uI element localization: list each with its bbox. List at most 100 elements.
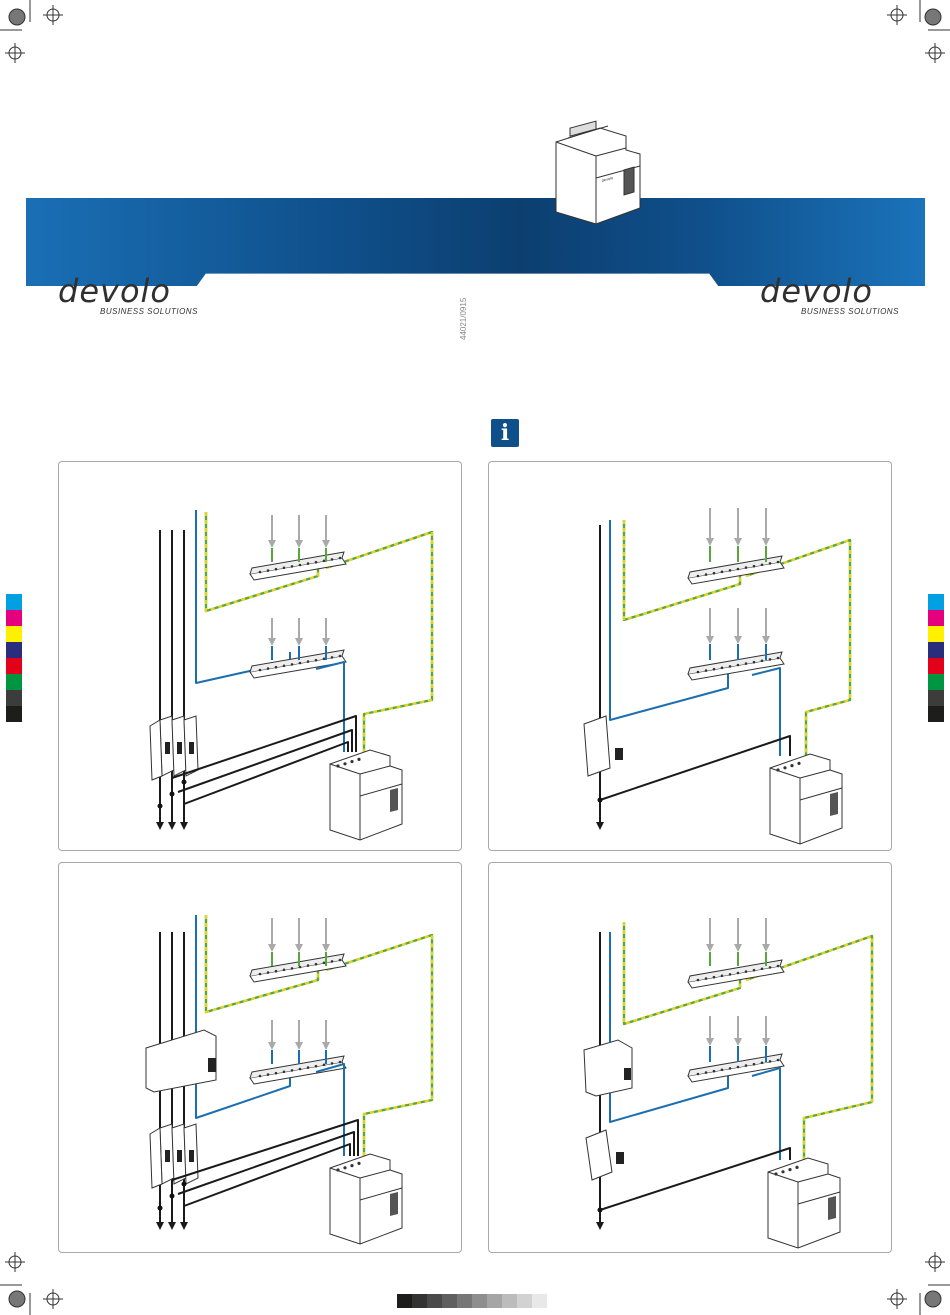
phase-to-device-2 [178,1132,354,1194]
device-terminal [343,1166,346,1169]
down-arrow [156,822,164,830]
neutral-wire [196,510,290,683]
busbar-terminal [331,558,334,561]
grey-arrow-head [734,636,742,644]
busbar-terminal [761,660,764,663]
grey-arrow-head [322,638,330,646]
device-terminal [336,1168,339,1171]
junction-dot [170,1194,175,1199]
grey-arrow-head [706,636,714,644]
phase-to-device [600,1148,790,1210]
neutral-wire [196,915,290,1118]
busbar-terminal [339,655,342,658]
busbar-terminal [315,561,318,564]
busbar-terminal [705,669,708,672]
device-terminal [790,764,793,767]
busbar-terminal [721,571,724,574]
grey-arrow-head [295,540,303,548]
grey-arrow-head [734,1038,742,1046]
busbar-terminal [777,965,780,968]
down-arrow [156,1222,164,1230]
busbar-terminal [283,665,286,668]
busbar-terminal [745,1064,748,1067]
busbar-terminal [315,963,318,966]
busbar-terminal [267,971,270,974]
circuit-breaker-side [150,1128,162,1188]
breaker-lever [189,1150,194,1162]
busbar-terminal [339,557,342,560]
busbar-terminal [275,568,278,571]
busbar-terminal [761,1062,764,1065]
grey-arrow-head [762,1038,770,1046]
down-arrow [168,1222,176,1230]
busbar-terminal [299,662,302,665]
junction-dot [170,792,175,797]
busbar-terminal [291,1069,294,1072]
grey-arrow-head [295,944,303,952]
busbar-terminal [777,561,780,564]
busbar-terminal [275,1072,278,1075]
busbar-terminal [307,1066,310,1069]
busbar-terminal [777,1059,780,1062]
busbar-terminal [307,660,310,663]
busbar-terminal [259,1075,262,1078]
busbar-terminal [753,969,756,972]
busbar-terminal [291,663,294,666]
busbar-terminal [705,1071,708,1074]
grey-arrow-head [734,538,742,546]
busbar-terminal [713,668,716,671]
busbar-terminal [745,566,748,569]
powerline-adapter-port [830,792,838,816]
device-terminal [774,1172,777,1175]
rcd-lever [208,1058,216,1072]
phase-to-device-3 [184,742,348,804]
breaker-lever [177,1150,182,1162]
busbar-terminal [267,667,270,670]
busbar-terminal [729,973,732,976]
grey-arrow-head [268,638,276,646]
busbar-terminal [323,560,326,563]
device-terminal [343,762,346,765]
busbar-terminal [307,964,310,967]
busbar-terminal [283,567,286,570]
powerline-adapter-port [390,1192,398,1216]
earth-wire [326,935,432,1156]
busbar-terminal [721,1069,724,1072]
busbar-terminal [753,661,756,664]
busbar-terminal [737,664,740,667]
busbar-terminal [331,1062,334,1065]
grey-arrow-head [322,944,330,952]
device-terminal [781,1170,784,1173]
device-terminal [783,766,786,769]
busbar-terminal [697,1073,700,1076]
busbar-terminal [299,1068,302,1071]
breaker-lever [165,742,170,754]
down-arrow [180,822,188,830]
junction-dot [182,1182,187,1187]
busbar-terminal [737,568,740,571]
device-terminal [776,768,779,771]
breaker-lever [165,1150,170,1162]
busbar-terminal [283,969,286,972]
busbar-terminal [753,565,756,568]
busbar-terminal [761,564,764,567]
grey-arrow-head [706,538,714,546]
busbar-terminal [697,671,700,674]
earth-wire-stripe [326,935,432,1156]
busbar-terminal [291,967,294,970]
busbar-terminal [705,573,708,576]
phase-to-device-3 [184,1144,350,1206]
busbar-terminal [769,562,772,565]
busbar-terminal [737,972,740,975]
busbar-terminal [331,960,334,963]
busbar-terminal [259,571,262,574]
busbar-terminal [283,1071,286,1074]
grey-arrow-head [762,538,770,546]
busbar-terminal [769,658,772,661]
circuit-breaker-side [150,720,162,780]
busbar-terminal [713,1070,716,1073]
powerline-adapter-port [828,1196,836,1220]
junction-dot [182,780,187,785]
busbar-terminal [745,662,748,665]
